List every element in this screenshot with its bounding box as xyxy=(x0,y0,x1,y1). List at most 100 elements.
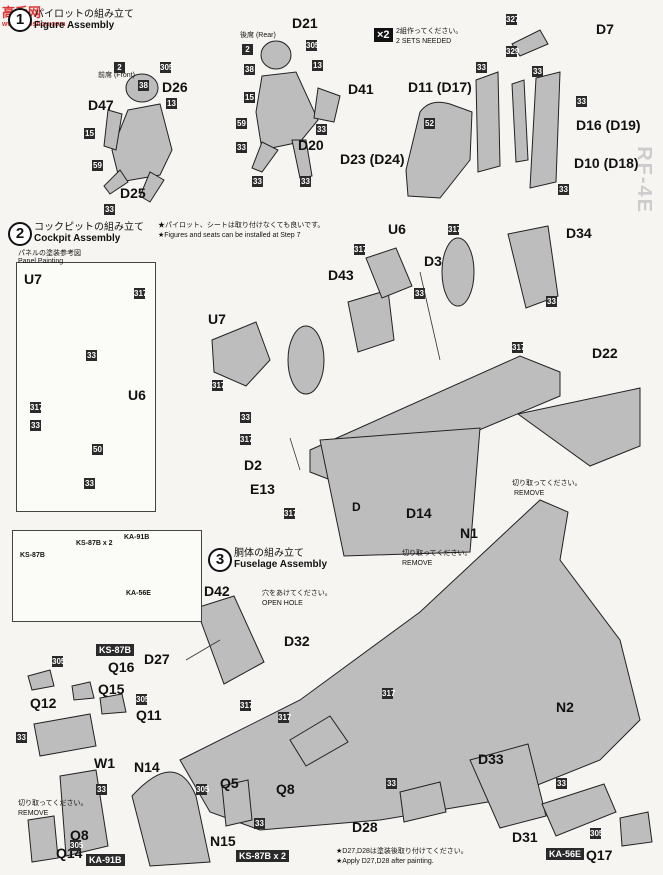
part-u7: U7 xyxy=(208,311,226,327)
color-13a: 13 xyxy=(166,98,177,109)
color-38a: 38 xyxy=(138,80,149,91)
color-33m: 33 xyxy=(414,288,425,299)
remove-en-3: REMOVE xyxy=(18,810,49,817)
color-2b: 2 xyxy=(242,44,253,55)
color-317b: 317 xyxy=(30,402,44,413)
part-e13: E13 xyxy=(250,481,275,497)
color-33l: 33 xyxy=(84,478,95,489)
color-33a: 33 xyxy=(104,204,115,215)
part-q15: Q15 xyxy=(98,681,125,697)
color-317i: 317 xyxy=(240,700,254,711)
remove-en-2: REMOVE xyxy=(402,560,433,567)
part-d33: D33 xyxy=(478,751,504,767)
color-13b: 13 xyxy=(312,60,323,71)
color-33t: 33 xyxy=(556,778,567,789)
open-hole-en: OPEN HOLE xyxy=(262,600,303,607)
color-327: 327 xyxy=(506,14,520,25)
color-59a: 59 xyxy=(92,160,103,171)
color-305g: 305 xyxy=(590,828,604,839)
color-2a: 2 xyxy=(114,62,125,73)
part-d27: D27 xyxy=(144,651,170,667)
rear-pilot-figure xyxy=(251,40,341,179)
step1-number: 1 xyxy=(8,8,32,32)
color-305f: 305 xyxy=(70,840,84,851)
color-33h: 33 xyxy=(576,96,587,107)
paint-note-jp: ★D27,D28は塗装後取り付けてください。 xyxy=(336,848,468,855)
color-33i: 33 xyxy=(558,184,569,195)
part-d14: D14 xyxy=(406,505,432,521)
color-33d: 33 xyxy=(300,176,311,187)
remove-jp-3: 切り取ってください。 xyxy=(18,800,88,807)
part-n15: N15 xyxy=(210,833,236,849)
color-317d: 317 xyxy=(448,224,462,235)
color-50: 50 xyxy=(92,444,103,455)
part-n14: N14 xyxy=(134,759,160,775)
chip-ks87b: KS-87B xyxy=(96,644,135,656)
part-d41: D41 xyxy=(348,81,374,97)
chip-ka91b: KA-91B xyxy=(86,854,125,866)
color-38b: 38 xyxy=(244,64,255,75)
sets-jp: 2組作ってください。 xyxy=(396,28,463,35)
part-d11: D11 (D17) xyxy=(408,79,472,95)
step2-note-en: ★Figures and seats can be installed at S… xyxy=(158,232,301,239)
step3-number: 3 xyxy=(208,548,232,572)
part-q12: Q12 xyxy=(30,695,57,711)
remove-jp-2: 切り取ってください。 xyxy=(402,550,472,557)
camera-ks87bx2: KS-87B x 2 xyxy=(76,540,113,547)
part-d42: D42 xyxy=(204,583,230,599)
color-59b: 59 xyxy=(236,118,247,129)
part-q16: Q16 xyxy=(108,659,135,675)
part-d43: D43 xyxy=(328,267,354,283)
part-d3: D3 xyxy=(424,253,442,269)
part-u6: U6 xyxy=(388,221,406,237)
part-d22: D22 xyxy=(592,345,618,361)
color-305a: 305 xyxy=(160,62,174,73)
part-q8: Q8 xyxy=(276,781,295,797)
step2-number: 2 xyxy=(8,222,32,246)
color-33f: 33 xyxy=(476,62,487,73)
remove-en-1: REMOVE xyxy=(514,490,545,497)
part-q8b: Q8 xyxy=(70,827,89,843)
panel-painting-box xyxy=(16,262,156,512)
part-q11: Q11 xyxy=(136,707,162,723)
color-33o: 33 xyxy=(240,412,251,423)
color-317h: 317 xyxy=(284,508,298,519)
open-hole-jp: 穴をあけてください。 xyxy=(262,590,332,597)
part-d31: D31 xyxy=(512,829,538,845)
part-d28: D28 xyxy=(352,819,378,835)
color-33p: 33 xyxy=(16,732,27,743)
color-33s: 33 xyxy=(386,778,397,789)
color-317c: 317 xyxy=(354,244,368,255)
color-33b: 33 xyxy=(236,142,247,153)
step2-note-jp: ★パイロット、シートは取り付けなくても良いです。 xyxy=(158,222,325,229)
color-52: 52 xyxy=(424,118,435,129)
color-317k: 317 xyxy=(382,688,396,699)
camera-ks87b: KS-87B xyxy=(20,552,45,559)
camera-ka56e: KA-56E xyxy=(126,590,151,597)
part-n1: N1 xyxy=(460,525,478,541)
part-d16: D16 (D19) xyxy=(576,117,641,133)
panel-u6: U6 xyxy=(128,387,146,403)
cockpit-tub xyxy=(211,225,641,557)
color-305b: 305 xyxy=(306,40,320,51)
color-33e: 33 xyxy=(316,124,327,135)
color-305d: 305 xyxy=(136,694,150,705)
color-33r: 33 xyxy=(254,818,265,829)
color-317f: 317 xyxy=(212,380,226,391)
color-33c: 33 xyxy=(252,176,263,187)
color-33k: 33 xyxy=(30,420,41,431)
part-d7: D7 xyxy=(596,21,614,37)
front-seat-label: 前席 (Front) xyxy=(98,72,135,79)
panel-u7: U7 xyxy=(24,271,42,287)
remove-jp-1: 切り取ってください。 xyxy=(512,480,582,487)
part-d2: D2 xyxy=(244,457,262,473)
panel-en: Panel Painting xyxy=(18,258,64,265)
part-d20: D20 xyxy=(298,137,324,153)
color-33j: 33 xyxy=(86,350,97,361)
color-33n: 33 xyxy=(546,296,557,307)
part-d25: D25 xyxy=(120,185,146,201)
part-d10: D10 (D18) xyxy=(574,155,639,171)
